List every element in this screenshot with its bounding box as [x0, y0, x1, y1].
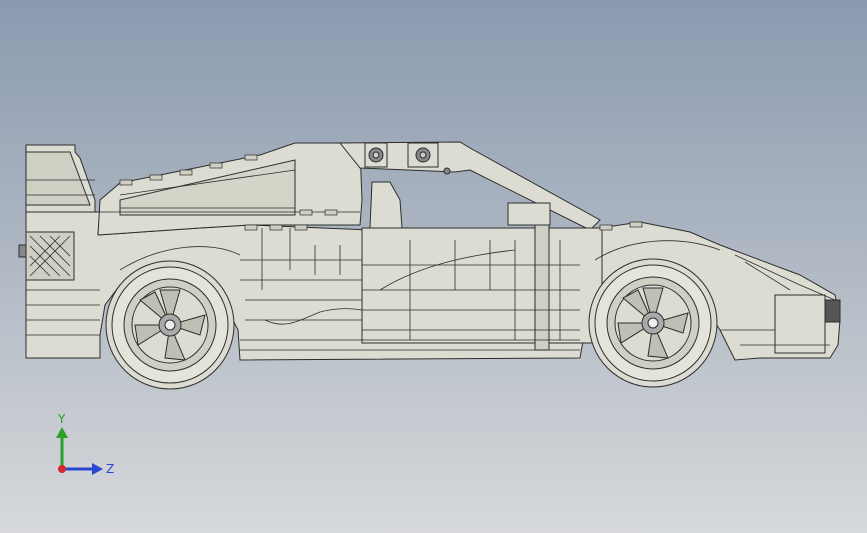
y-axis-label: Y: [57, 412, 66, 426]
coordinate-triad: Y Z: [56, 412, 114, 476]
y-axis-arrowhead: [56, 427, 68, 438]
rear-wheel[interactable]: [105, 260, 235, 390]
z-axis-label: Z: [106, 462, 114, 476]
x-axis-dot: [58, 465, 66, 473]
front-bumper[interactable]: [774, 294, 826, 354]
seat[interactable]: [369, 181, 403, 229]
front-wheel[interactable]: [588, 258, 718, 388]
z-axis-arrowhead: [92, 463, 103, 475]
